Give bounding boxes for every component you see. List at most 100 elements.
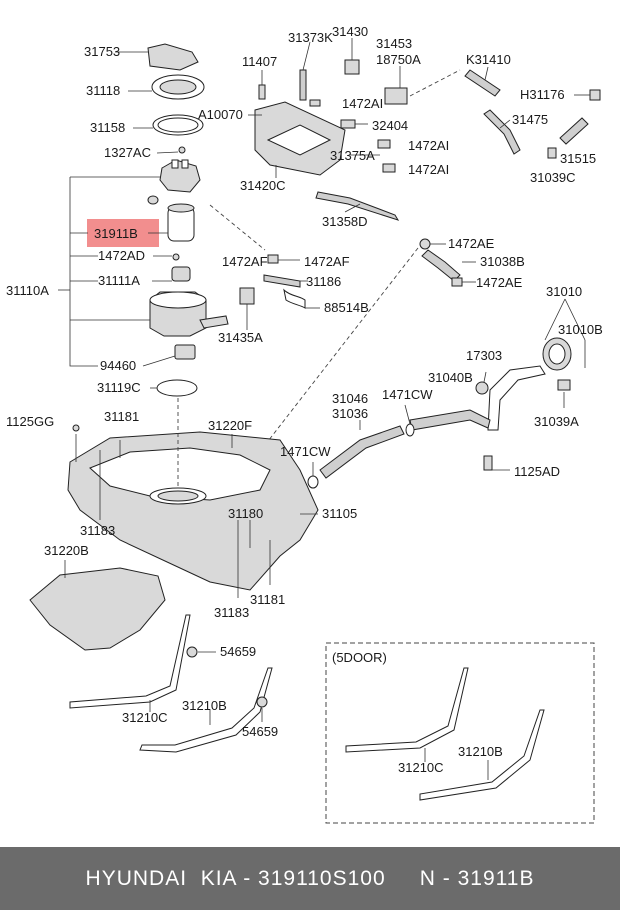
strap-31210B-5door: [419, 709, 545, 801]
label-31753: 31753: [84, 44, 120, 59]
label-1472AD: 1472AD: [98, 248, 145, 263]
label-31210C-5door: 31210C: [398, 760, 444, 775]
nut-54659a: [186, 646, 198, 658]
label-31911B: 31911B: [94, 226, 138, 241]
hose-31515: [559, 117, 589, 145]
label-1471CW-2: 1471CW: [280, 444, 331, 459]
hose-K31410: [464, 69, 501, 97]
connector-31435A: [239, 287, 255, 305]
nut-54659b: [256, 696, 268, 708]
label-31046: 31046: [332, 391, 368, 406]
strap-31210C: [69, 614, 191, 709]
hose-31046: [319, 425, 405, 479]
bolt-11407: [258, 84, 266, 100]
label-31181-bottom: 31181: [250, 592, 285, 607]
filler-pipe-31040B: [487, 365, 546, 431]
label-A10070: A10070: [198, 107, 243, 122]
clamp-31039A: [557, 379, 571, 391]
label-17303: 17303: [466, 348, 502, 363]
hose-31036: [409, 409, 491, 431]
pump-31111A: [171, 266, 191, 282]
label-31105: 31105: [322, 506, 357, 521]
label-31220F: 31220F: [208, 418, 252, 433]
label-31210B: 31210B: [182, 698, 227, 713]
label-1472AE-1: 1472AE: [448, 236, 495, 251]
vent-hoses: [464, 66, 601, 159]
fuel-tank: [67, 398, 319, 598]
hose-31475: [483, 109, 521, 155]
sensor-94460: [174, 344, 196, 360]
label-94460: 94460: [100, 358, 136, 373]
label-1472AF-2: 1472AF: [304, 254, 350, 269]
label-31210C: 31210C: [122, 710, 168, 725]
label-1125GG: 1125GG: [6, 414, 54, 429]
label-31183-left: 31183: [80, 523, 115, 538]
valve-H31176: [589, 89, 601, 101]
bolt-1125AD: [483, 455, 493, 471]
valve-31430: [344, 59, 360, 75]
shield-31220B: [29, 567, 166, 651]
label-31110A: 31110A: [6, 283, 49, 298]
label-18750A: 18750A: [376, 52, 421, 67]
cover-31753: [147, 43, 199, 71]
label-31181-top: 31181: [104, 409, 139, 424]
label-1472AF-1: 1472AF: [222, 254, 268, 269]
label-31420C: 31420C: [240, 178, 286, 193]
label-31373K: 31373K: [288, 30, 333, 45]
filler-neck: [307, 298, 586, 489]
label-31119C: 31119C: [97, 380, 141, 395]
highlight-box: [87, 219, 159, 247]
five-door-box: [325, 642, 595, 824]
label-31515: 31515: [560, 151, 596, 166]
label-1327AC: 1327AC: [104, 145, 151, 160]
label-31210B-5door: 31210B: [458, 744, 503, 759]
part-labels: 31753 31118 31158 1327AC 31911B 1472AD 3…: [6, 24, 603, 775]
label-31010B: 31010B: [558, 322, 603, 337]
mid-parts: [239, 238, 476, 330]
label-32404: 32404: [372, 118, 408, 133]
harness-88514B: [283, 288, 306, 309]
strap-31210C-5door: [345, 667, 469, 753]
clip-31039C: [547, 147, 557, 159]
label-5door: (5DOOR): [332, 650, 387, 665]
label-54659-upper: 54659: [220, 644, 256, 659]
label-31036: 31036: [332, 406, 368, 421]
label-31039A: 31039A: [534, 414, 579, 429]
label-88514B: 88514B: [324, 300, 369, 315]
label-31010: 31010: [546, 284, 582, 299]
footer-bar: HYUNDAI KIA - 319110S100 N - 31911B: [0, 847, 620, 910]
canister-assembly: [209, 38, 461, 446]
label-31453: 31453: [376, 36, 412, 51]
label-31183-bottom: 31183: [214, 605, 249, 620]
label-31038B: 31038B: [480, 254, 525, 269]
filter-32404: [340, 119, 356, 129]
label-31111A: 31111A: [98, 273, 140, 288]
label-31430: 31430: [332, 24, 368, 39]
pump-flange: [159, 159, 201, 193]
label-31158: 31158: [90, 120, 125, 135]
oring-31119C: [156, 379, 198, 397]
label-31375A: 31375A: [330, 148, 375, 163]
label-31358D: 31358D: [322, 214, 368, 229]
screw-1327AC: [178, 146, 186, 154]
label-31040B: 31040B: [428, 370, 473, 385]
label-31180: 31180: [228, 506, 263, 521]
label-31039C: 31039C: [530, 170, 576, 185]
label-K31410: K31410: [466, 52, 511, 67]
label-1472AI-1: 1472AI: [342, 96, 383, 111]
shield-and-straps: [29, 560, 273, 753]
label-1472AI-2: 1472AI: [408, 138, 449, 153]
five-door-variant: [325, 642, 595, 824]
label-31220B: 31220B: [44, 543, 89, 558]
label-31475: 31475: [512, 112, 548, 127]
fuel-system-diagram: 31753 31118 31158 1327AC 31911B 1472AD 3…: [6, 24, 603, 824]
label-H31176: H31176: [520, 87, 565, 102]
label-54659-lower: 54659: [242, 724, 278, 739]
label-1472AE-2: 1472AE: [476, 275, 523, 290]
label-31186: 31186: [306, 274, 341, 289]
hose-31038B: [421, 249, 461, 282]
footer-part-number: HYUNDAI KIA - 319110S100 N - 31911B: [85, 866, 535, 890]
valve-31453: [384, 87, 408, 105]
label-1125AD: 1125AD: [514, 464, 560, 479]
label-1471CW-1: 1471CW: [382, 387, 433, 402]
